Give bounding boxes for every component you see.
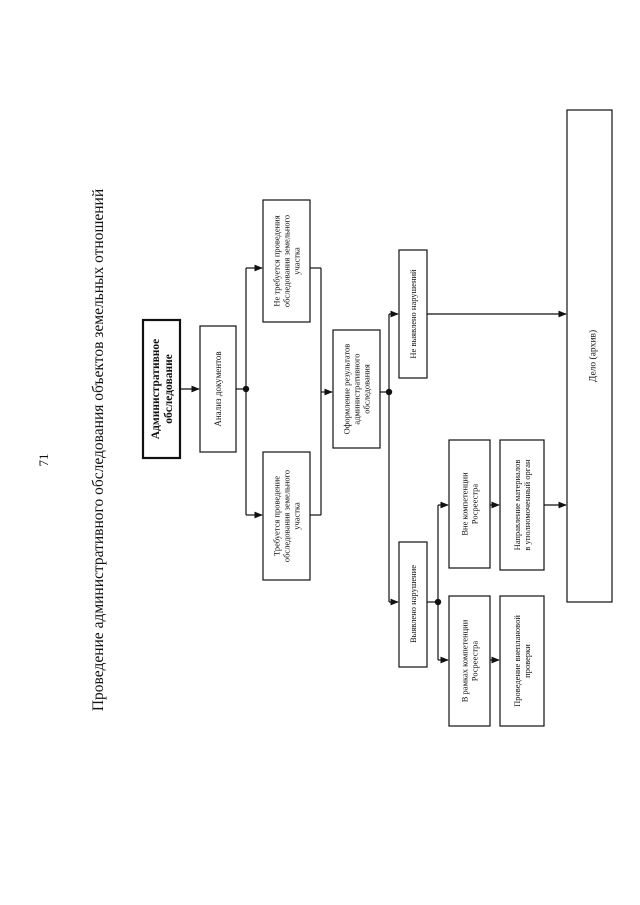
label-line: Вне компетенции: [460, 472, 470, 536]
label-no-violation: Не выявлено нарушений: [408, 269, 418, 359]
label-document-analysis: Анализ документов: [213, 351, 223, 426]
box-no-survey-needed: [262, 199, 311, 323]
junction-dot-1: [242, 385, 250, 393]
label-line: в уполномоченный орган: [522, 459, 532, 551]
page-title: Проведение административного обследовани…: [90, 189, 107, 711]
box-unscheduled-check: [499, 595, 545, 727]
box-labels: Административноеобследование Анализ доку…: [150, 215, 598, 707]
box-within-rosreestr: [448, 595, 491, 727]
label-line: Административное: [150, 339, 162, 440]
label-line: Росреестра: [469, 484, 479, 525]
box-survey-needed: [262, 451, 311, 581]
junction-dot-2: [385, 388, 393, 396]
label-violation: Выявлено нарушение: [408, 565, 418, 643]
label-line: проверки: [522, 644, 532, 678]
label-unscheduled-check: Проведение внеплановойпроверки: [512, 615, 532, 707]
label-line: Не требуется проведения: [272, 215, 282, 306]
label-archive: Дело (архив): [587, 330, 598, 382]
label-admin-survey: Административноеобследование: [150, 339, 175, 440]
box-outside-rosreestr: [448, 439, 491, 569]
label-no-survey-needed: Не требуется проведенияобследования земе…: [272, 215, 302, 307]
box-formalize-results: [332, 329, 381, 449]
label-outside-rosreestr: Вне компетенцииРосреестра: [460, 472, 480, 536]
label-line: Направление материалов: [512, 460, 522, 551]
box-violation: [398, 541, 428, 668]
label-line: обследование: [163, 354, 175, 424]
label-line: обследования земельного: [281, 470, 291, 562]
label-line: Не выявлено нарушений: [408, 269, 418, 359]
label-formalize-results: Оформление результатовадминистративногоо…: [342, 344, 372, 435]
label-survey-needed: Требуется проведениеобследования земельн…: [272, 470, 302, 562]
label-line: Дело (архив): [587, 330, 598, 382]
page-number: 71: [36, 454, 51, 467]
label-within-rosreestr: В рамках компетенцииРосреестра: [460, 619, 480, 702]
label-line: административного: [351, 353, 361, 424]
label-line: Анализ документов: [213, 351, 223, 426]
label-line: обследования: [361, 364, 371, 414]
label-line: Требуется проведение: [272, 476, 282, 556]
label-line: Оформление результатов: [342, 344, 352, 435]
label-line: В рамках компетенции: [460, 619, 470, 702]
label-line: участка: [291, 502, 301, 530]
label-line: Росреестра: [469, 641, 479, 682]
label-line: Выявлено нарушение: [408, 565, 418, 643]
label-line: участка: [291, 247, 301, 275]
label-send-materials: Направление материаловв уполномоченный о…: [512, 459, 532, 551]
label-line: Проведение внеплановой: [512, 615, 522, 707]
box-archive: [566, 109, 613, 603]
junction-dot-3: [434, 598, 442, 606]
label-line: обследования земельного: [281, 215, 291, 307]
